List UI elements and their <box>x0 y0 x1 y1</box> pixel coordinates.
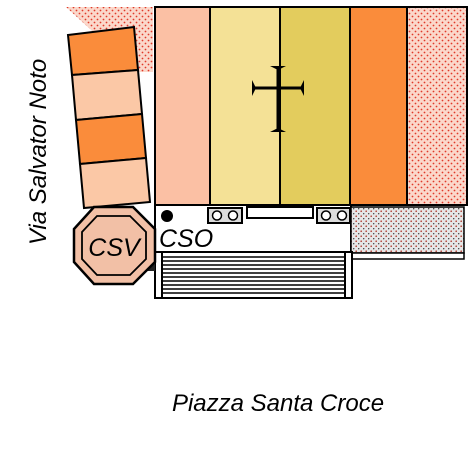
tilted-block-3 <box>74 112 148 166</box>
building-orange <box>349 6 408 206</box>
pillar-pair-left <box>207 207 243 224</box>
tilted-block-1 <box>66 25 140 77</box>
church-nave-right <box>279 6 351 206</box>
csv-label: CSV <box>88 234 142 262</box>
grey-dotted-area <box>350 206 465 254</box>
dot-marker-icon <box>161 210 173 222</box>
steps <box>154 251 353 299</box>
church-nave-left <box>209 6 281 206</box>
tilted-block-2 <box>70 68 144 122</box>
street-name-label: Via Salvator Noto <box>25 59 52 245</box>
entrance-door <box>246 206 314 219</box>
csv-octagon-inner <box>81 215 147 276</box>
tilted-block-4 <box>78 156 152 210</box>
pillar-pair-right <box>316 207 351 224</box>
dotted-area-right <box>406 6 468 206</box>
tilted-building <box>66 25 152 210</box>
curb-right <box>350 252 465 260</box>
square-name-label: Piazza Santa Croce <box>172 390 384 417</box>
cso-label: CSO <box>159 225 213 253</box>
cross-icon <box>252 66 304 132</box>
building-pink <box>154 6 211 206</box>
